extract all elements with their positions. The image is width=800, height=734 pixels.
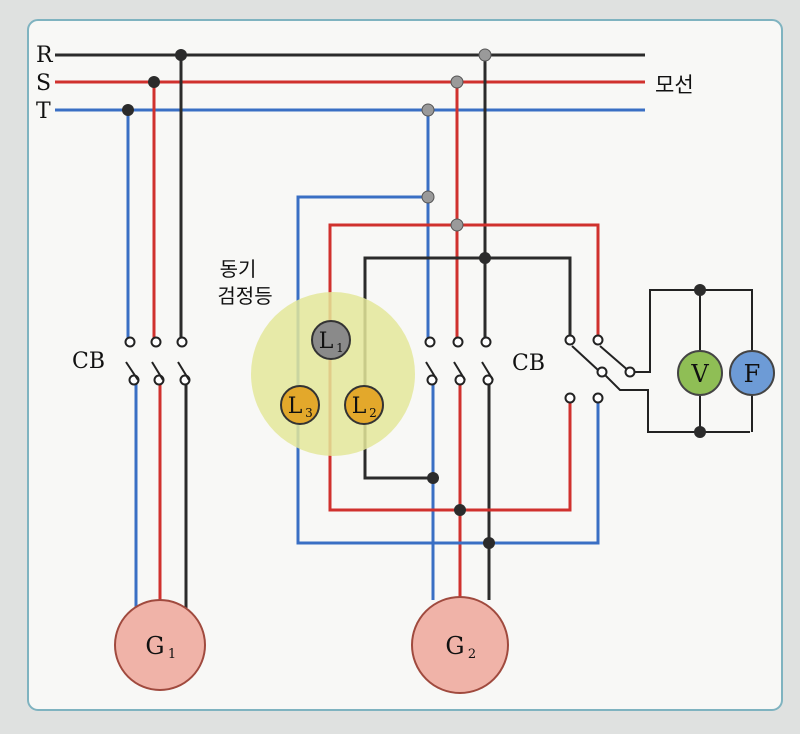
lamp-l3-main: L: [288, 394, 303, 419]
frequency-meter-circle: [729, 350, 775, 396]
generator-g1-circle: [114, 599, 206, 691]
lamp-l3: L 3: [280, 385, 320, 425]
lamp-l2-circle: [344, 385, 384, 425]
lamp-l2-main: L: [352, 394, 367, 419]
lamp-l1-circle: [311, 320, 351, 360]
voltmeter-label: V: [690, 360, 709, 388]
lamp-l2: L 2: [344, 385, 384, 425]
generator-g1-main: G: [145, 632, 164, 660]
generator-g1-sub: 1: [168, 647, 176, 662]
bus-caption: 모선: [655, 73, 694, 97]
generator-g2-main: G: [445, 632, 464, 660]
g2-bus-junctions: [421, 48, 492, 117]
lamp-wiring-junctions: [421, 190, 495, 549]
lamp-l1: L 1: [311, 320, 351, 360]
generator-g1: G 1: [114, 599, 206, 691]
frequency-meter-label: F: [744, 360, 761, 388]
g1-feeders: [126, 55, 188, 608]
generator-g2-circle: [411, 596, 509, 694]
lamp-caption-line1: 동기: [220, 257, 257, 281]
voltmeter-circle: [677, 350, 723, 396]
generator-g2-sub: 2: [468, 647, 476, 662]
cb3-switch: [564, 289, 753, 433]
generator-g2: G 2: [411, 596, 509, 694]
meter-junction-top: [694, 284, 706, 296]
meter-junction-bottom: [694, 426, 706, 438]
lamp-l1-main: L: [319, 329, 334, 354]
g2-feeders: [426, 55, 491, 600]
bus-label-t: T: [36, 99, 51, 124]
g1-bus-junctions: [122, 49, 187, 116]
lamp-l3-sub: 3: [305, 406, 313, 420]
voltmeter: V: [677, 350, 723, 396]
cb1-switch: [124, 336, 191, 386]
cb2-label: CB: [512, 351, 545, 376]
frequency-meter: F: [729, 350, 775, 396]
lamp-caption-line2: 검정등: [217, 284, 272, 308]
bus-label-s: S: [36, 71, 51, 96]
bus-label-r: R: [36, 43, 54, 68]
lamp-l2-sub: 2: [369, 406, 377, 420]
lamp-l3-circle: [280, 385, 320, 425]
lamp-halo: [251, 292, 415, 456]
cb1-label: CB: [72, 349, 105, 374]
lamp-l1-sub: 1: [336, 341, 344, 355]
cb2-switch: [424, 336, 494, 386]
